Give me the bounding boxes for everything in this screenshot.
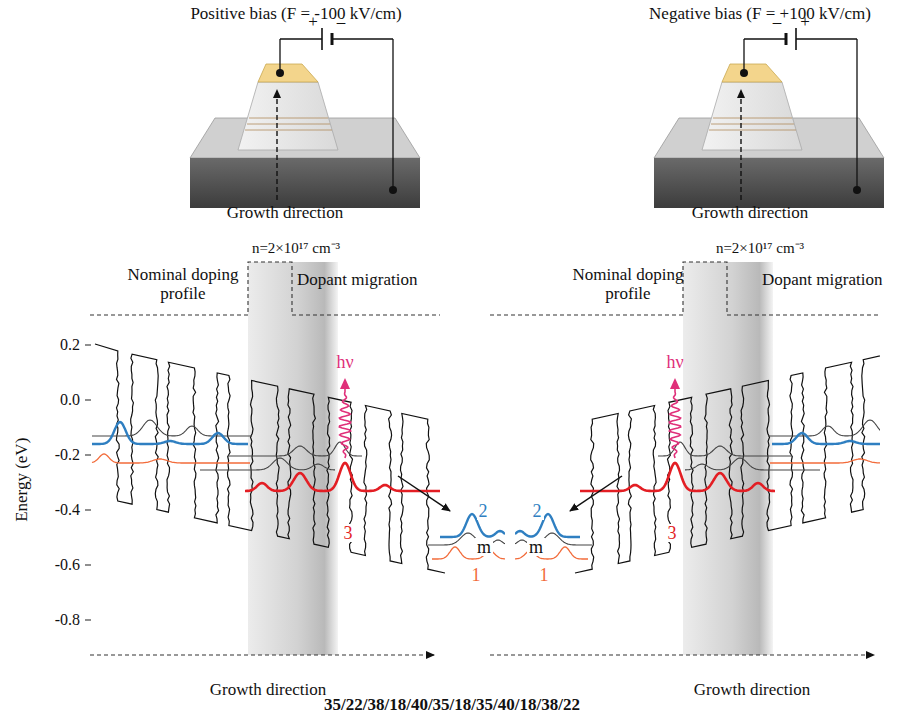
dopant-region [683,262,773,655]
bias-title: Positive bias (F = -100 kV/cm) [190,4,401,24]
region-label: Dopant migration [762,270,882,290]
doping-label: n=2×10¹⁷ cm⁻³ [716,240,804,257]
state-label: m [475,538,493,556]
layer-sequence: 35/22/38/18/40/35/18/35/40/18/38/22 [324,695,580,715]
state-label: 2 [477,502,490,520]
doping-label: n=2×10¹⁷ cm⁻³ [252,240,340,257]
polarity-sign: – [337,12,346,32]
polarity-sign: + [800,12,810,32]
region-label: Nominal doping profile [118,265,248,304]
photon-label: hν [336,352,353,373]
dopant-region [248,262,338,655]
polarity-sign: + [308,12,318,32]
axis-label: Growth direction [210,680,327,700]
state-label: 3 [666,524,679,542]
battery-symbol [280,28,857,50]
state-label: 1 [470,566,483,584]
tick-label: 0.2 [60,336,80,354]
bias-title: Negative bias (F = +100 kV/cm) [649,4,871,24]
photon-label: hν [666,352,683,373]
tick-label: -0.2 [55,446,80,464]
state-label: 1 [538,566,551,584]
tick-label: 0.0 [60,391,80,409]
axis-label: Growth direction [692,203,809,223]
polarity-sign: – [773,12,782,32]
region-label: Dopant migration [297,270,417,290]
state-label: m [527,538,545,556]
tick-label: -0.8 [55,611,80,629]
tick-label: -0.4 [55,501,80,519]
axis-label: Growth direction [227,203,344,223]
state-label: 3 [342,524,355,542]
state-label: 2 [531,502,544,520]
tick-label: -0.6 [55,556,80,574]
doping-profile [90,262,880,315]
axis-title: Energy (eV) [12,438,32,522]
axis-label: Growth direction [694,680,811,700]
region-label: Nominal doping profile [563,265,693,304]
axis [85,345,874,655]
